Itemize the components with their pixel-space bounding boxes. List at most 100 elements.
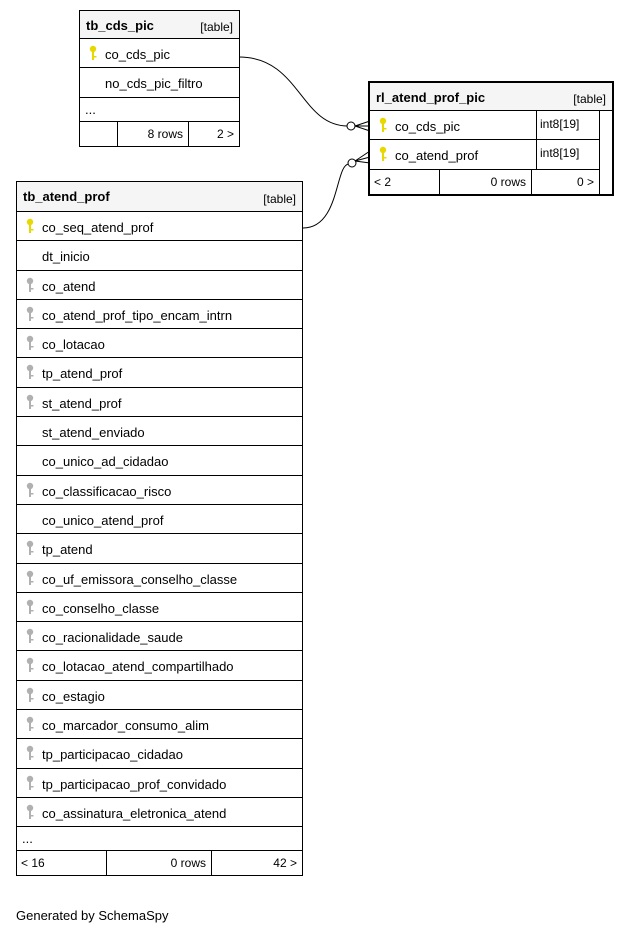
column-name: co_lotacao_atend_compartilhado bbox=[42, 659, 234, 675]
table-header: tb_cds_pic [table] bbox=[80, 11, 239, 39]
column-row[interactable]: tp_atend bbox=[17, 534, 302, 564]
table-header: rl_atend_prof_pic [table] bbox=[370, 83, 612, 111]
table-name: rl_atend_prof_pic bbox=[376, 90, 486, 105]
foreign-key-icon bbox=[24, 394, 36, 410]
footer-children[interactable]: 0 > bbox=[576, 174, 594, 189]
column-row[interactable]: co_unico_ad_cidadao bbox=[17, 446, 302, 476]
more-columns[interactable]: ... bbox=[80, 98, 239, 122]
table-rl-atend-prof-pic[interactable]: rl_atend_prof_pic [table] co_cds_pic int8… bbox=[368, 81, 614, 196]
link-atend-prof bbox=[302, 163, 350, 229]
column-name: co_racionalidade_saude bbox=[42, 630, 183, 646]
column-row[interactable]: co_uf_emissora_conselho_classe bbox=[17, 564, 302, 593]
column-name: co_uf_emissora_conselho_classe bbox=[42, 571, 238, 587]
column-row[interactable]: tp_atend_prof bbox=[17, 358, 302, 388]
footer-parents[interactable]: < 16 bbox=[17, 851, 107, 876]
table-name: tb_atend_prof bbox=[23, 189, 110, 204]
table-footer: 8 rows 2 > bbox=[80, 121, 239, 146]
column-name: co_cds_pic bbox=[395, 119, 461, 134]
foreign-key-icon bbox=[24, 335, 36, 351]
column-type: int8[19] bbox=[536, 111, 579, 140]
foreign-key-icon bbox=[24, 804, 36, 820]
column-name: dt_inicio bbox=[42, 249, 90, 265]
primary-key-icon bbox=[377, 146, 389, 162]
table-type: [table] bbox=[263, 192, 296, 206]
column-name: co_lotacao bbox=[42, 337, 105, 353]
column-list: co_cds_pic int8[19] co_atend_prof int8[19] bbox=[370, 111, 599, 170]
column-row[interactable]: co_classificacao_risco bbox=[17, 476, 302, 505]
foreign-key-icon bbox=[24, 657, 36, 673]
column-row[interactable]: co_cds_pic bbox=[80, 39, 239, 69]
table-footer: < 2 0 rows 0 > bbox=[370, 169, 599, 194]
primary-key-icon bbox=[87, 45, 99, 61]
column-row[interactable]: co_atend_prof_tipo_encam_intrn bbox=[17, 300, 302, 330]
footer-rows: 0 rows bbox=[107, 851, 212, 876]
link-atend-prof-crowfoot bbox=[354, 150, 371, 164]
column-row[interactable]: st_atend_enviado bbox=[17, 417, 302, 447]
footer-rows: 0 rows bbox=[440, 169, 532, 194]
column-row[interactable]: co_lotacao bbox=[17, 329, 302, 359]
foreign-key-icon bbox=[24, 482, 36, 498]
foreign-key-icon bbox=[24, 716, 36, 732]
column-name: tp_atend bbox=[42, 542, 93, 558]
column-row[interactable]: tp_participacao_cidadao bbox=[17, 739, 302, 769]
table-footer: < 16 0 rows 42 > bbox=[17, 851, 302, 876]
column-row[interactable]: st_atend_prof bbox=[17, 388, 302, 418]
column-name: no_cds_pic_filtro bbox=[105, 76, 203, 92]
column-name: tp_participacao_cidadao bbox=[42, 747, 183, 763]
foreign-key-icon bbox=[24, 599, 36, 615]
foreign-key-icon bbox=[24, 687, 36, 703]
link-cds-pic-optional-marker bbox=[346, 121, 356, 131]
foreign-key-icon bbox=[24, 306, 36, 322]
column-name: co_marcador_consumo_alim bbox=[42, 718, 209, 734]
column-row[interactable]: co_estagio bbox=[17, 681, 302, 711]
column-row[interactable]: co_racionalidade_saude bbox=[17, 622, 302, 652]
footer-children[interactable]: 42 > bbox=[273, 856, 297, 871]
column-type: int8[19] bbox=[536, 140, 579, 169]
more-columns[interactable]: ... bbox=[17, 827, 302, 852]
footer-parents[interactable] bbox=[80, 121, 118, 146]
primary-key-icon bbox=[377, 117, 389, 133]
table-tb-cds-pic[interactable]: tb_cds_pic [table] co_cds_pic no_cds_pic_… bbox=[79, 10, 240, 147]
column-row[interactable]: co_seq_atend_prof bbox=[17, 212, 302, 242]
foreign-key-icon bbox=[24, 628, 36, 644]
column-name: tp_atend_prof bbox=[42, 366, 123, 382]
footer-children[interactable]: 2 > bbox=[216, 126, 234, 141]
foreign-key-icon bbox=[24, 570, 36, 586]
column-name: co_seq_atend_prof bbox=[42, 220, 154, 235]
foreign-key-icon bbox=[24, 277, 36, 293]
footer-parents[interactable]: < 2 bbox=[370, 169, 440, 194]
column-row[interactable]: co_cds_pic int8[19] bbox=[370, 111, 599, 141]
column-row[interactable]: co_atend_prof int8[19] bbox=[370, 140, 599, 170]
table-type: [table] bbox=[573, 92, 606, 106]
column-name: co_atend_prof bbox=[395, 148, 479, 164]
column-row[interactable]: co_unico_atend_prof bbox=[17, 505, 302, 535]
column-row[interactable]: dt_inicio bbox=[17, 241, 302, 271]
column-name: tp_participacao_prof_convidado bbox=[42, 776, 227, 792]
column-row[interactable]: co_atend bbox=[17, 271, 302, 300]
column-row[interactable]: co_conselho_classe bbox=[17, 593, 302, 623]
foreign-key-icon bbox=[24, 540, 36, 556]
link-cds-pic bbox=[238, 56, 349, 127]
primary-key-icon bbox=[24, 218, 36, 234]
column-name: co_unico_ad_cidadao bbox=[42, 454, 169, 470]
column-row[interactable]: co_marcador_consumo_alim bbox=[17, 710, 302, 740]
column-name: co_atend bbox=[42, 278, 96, 294]
link-atend-prof-optional-marker bbox=[347, 158, 357, 168]
foreign-key-icon bbox=[24, 775, 36, 791]
column-list: co_cds_pic no_cds_pic_filtro bbox=[80, 39, 239, 98]
vertical-scrollbar[interactable] bbox=[599, 111, 612, 194]
column-name: co_cds_pic bbox=[105, 47, 171, 62]
table-type: [table] bbox=[200, 20, 233, 34]
column-name: co_estagio bbox=[42, 688, 105, 704]
table-header: tb_atend_prof [table] bbox=[17, 182, 302, 212]
link-cds-pic-crowfoot bbox=[354, 120, 371, 132]
column-row[interactable]: co_lotacao_atend_compartilhado bbox=[17, 651, 302, 681]
column-row[interactable]: tp_participacao_prof_convidado bbox=[17, 769, 302, 798]
column-row[interactable]: co_assinatura_eletronica_atend bbox=[17, 798, 302, 828]
column-name: co_assinatura_eletronica_atend bbox=[42, 805, 227, 821]
column-name: co_atend_prof_tipo_encam_intrn bbox=[42, 307, 233, 323]
column-row[interactable]: no_cds_pic_filtro bbox=[80, 68, 239, 98]
column-name: st_atend_prof bbox=[42, 395, 122, 411]
